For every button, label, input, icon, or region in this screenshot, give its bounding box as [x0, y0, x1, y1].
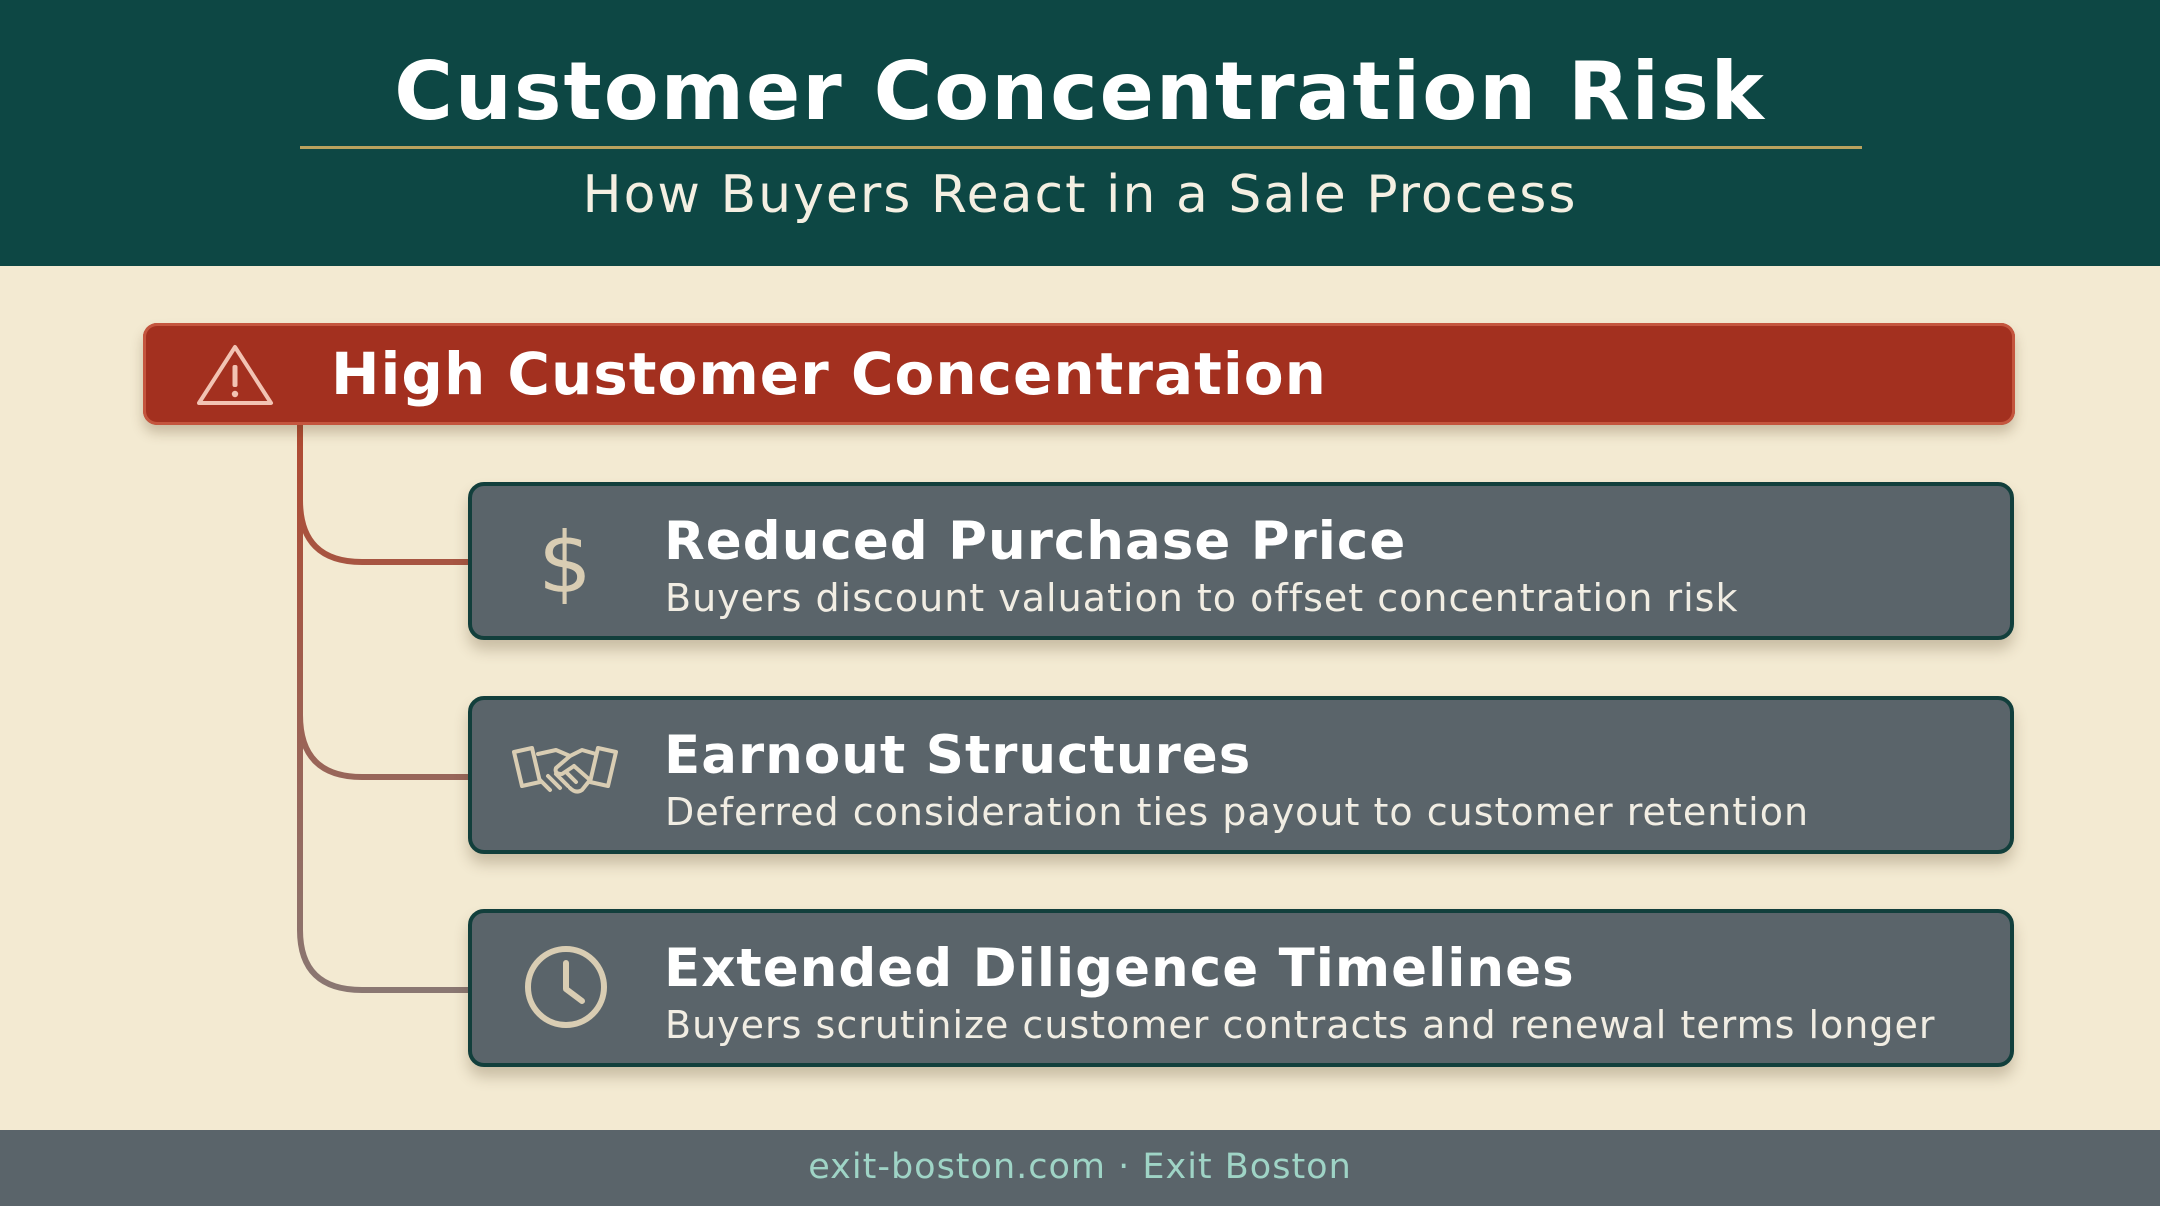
card-extended-diligence: Extended Diligence Timelines Buyers scru… [468, 909, 2014, 1067]
high-concentration-banner: High Customer Concentration [143, 323, 2015, 425]
handshake-icon [512, 746, 618, 794]
card-title: Reduced Purchase Price [664, 511, 1407, 572]
clock-icon [525, 946, 607, 1028]
warning-triangle-icon [197, 345, 273, 405]
page-subtitle: How Buyers React in a Sale Process [582, 165, 1578, 225]
card-earnout-structures: Earnout Structures Deferred consideratio… [468, 696, 2014, 854]
footer-text: exit-boston.com · Exit Boston [808, 1147, 1352, 1187]
card-description: Buyers discount valuation to offset conc… [665, 576, 1739, 620]
card-description: Buyers scrutinize customer contracts and… [665, 1003, 1936, 1047]
page-title: Customer Concentration Risk [394, 45, 1766, 138]
header: Customer Concentration Risk How Buyers R… [0, 0, 2160, 266]
footer: exit-boston.com · Exit Boston [0, 1130, 2160, 1206]
connector-branch-1 [297, 499, 468, 565]
card-reduced-purchase-price: $ Reduced Purchase Price Buyers discount… [468, 482, 2014, 640]
connector-branch-2 [297, 714, 468, 780]
title-divider [300, 146, 1862, 149]
connector-branch-3 [297, 929, 468, 993]
dollar-icon: $ [538, 514, 591, 610]
banner-title: High Customer Concentration [331, 340, 1327, 408]
card-title: Extended Diligence Timelines [664, 938, 1575, 999]
card-description: Deferred consideration ties payout to cu… [665, 790, 1810, 834]
card-title: Earnout Structures [664, 725, 1252, 786]
svg-text:$: $ [538, 514, 591, 610]
